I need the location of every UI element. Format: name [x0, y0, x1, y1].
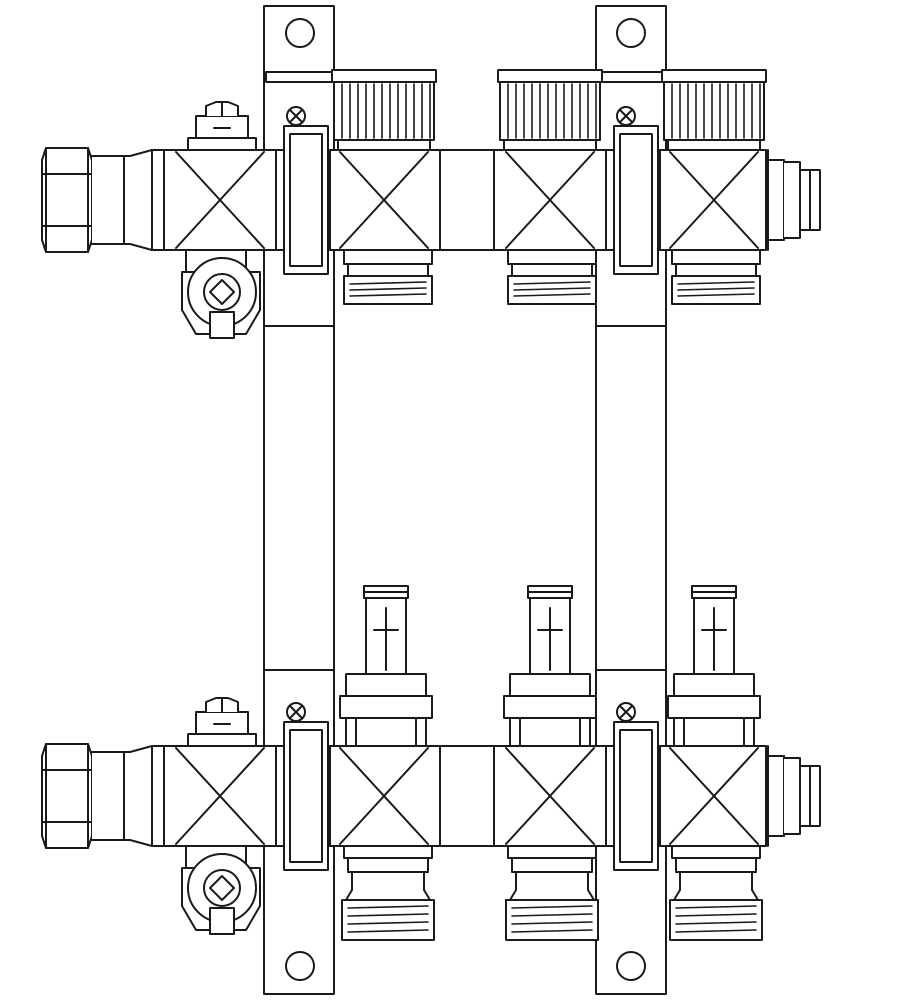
air-vent-icon: [187, 697, 257, 749]
valve-cap-icon: [331, 69, 437, 151]
flow-meter-icon: [503, 585, 597, 747]
outlet-fitting: [669, 845, 763, 941]
drain-valve-icon: [181, 845, 261, 935]
valve-cap-icon: [661, 69, 767, 151]
outlet-fitting: [341, 845, 435, 941]
manifold-sections: [163, 149, 769, 251]
clamp-right: [613, 702, 659, 871]
air-vent-icon: [187, 101, 257, 153]
flow-meter-icon: [339, 585, 433, 747]
outlet-fitting: [507, 249, 597, 305]
valve-cap-icon: [497, 69, 603, 151]
clamp-right: [613, 106, 659, 275]
clamp-left: [283, 106, 329, 275]
drain-valve-icon: [181, 249, 261, 339]
manifold-sections: [163, 745, 769, 847]
flow-meter-icon: [667, 585, 761, 747]
supply-manifold: [41, 69, 821, 339]
outlet-fitting: [671, 249, 761, 305]
outlet-fitting: [505, 845, 599, 941]
outlet-fitting: [343, 249, 433, 305]
return-manifold: [41, 585, 821, 941]
clamp-left: [283, 702, 329, 871]
